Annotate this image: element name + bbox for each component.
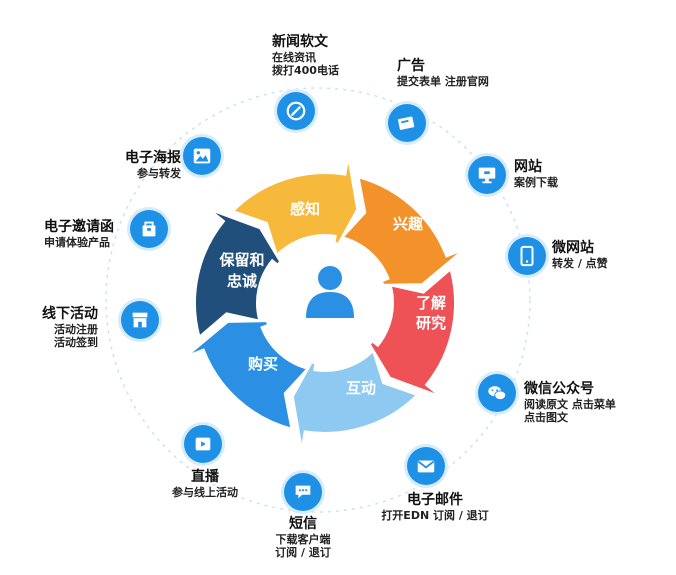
store-icon (121, 301, 159, 339)
channel-invitation: 电子邀请函 申请体验产品 (44, 219, 114, 249)
channel-website-title: 网站 (514, 159, 542, 175)
segment-perception (231, 156, 359, 257)
channel-poster-sub1: 参与转发 (137, 166, 181, 180)
channel-offline: 线下活动 活动注册 活动签到 (42, 306, 98, 349)
channel-news-sub2: 拨打400电话 (272, 63, 339, 77)
mail-icon (407, 447, 445, 485)
channel-wechat-sub1: 阅读原文 点击菜单 (524, 397, 616, 411)
channel-news-sub1: 在线资讯 (272, 50, 316, 64)
orbit-ring (105, 87, 531, 513)
segment-label-retention-2: 忠诚 (227, 272, 257, 290)
wechat-icon (478, 374, 516, 412)
segment-label-research-1: 了解 (416, 294, 446, 312)
envelope-icon (130, 210, 168, 248)
channel-micro-site: 微网站 转发 / 点赞 (552, 240, 608, 270)
channel-email-sub1: 打开EDN 订阅 / 退订 (381, 508, 489, 522)
user-icon (306, 266, 354, 318)
segment-interaction (291, 349, 419, 450)
segment-research (363, 267, 456, 398)
card-icon (388, 104, 426, 142)
channel-email: 电子邮件 打开EDN 订阅 / 退订 (360, 492, 510, 522)
channel-wechat: 微信公众号 阅读原文 点击菜单 点击图文 (524, 381, 616, 424)
channel-poster: 电子海报 参与转发 (86, 150, 181, 180)
segment-interest (340, 176, 464, 287)
channel-invitation-title: 电子邀请函 (44, 219, 114, 235)
channel-invitation-sub1: 申请体验产品 (44, 235, 110, 249)
channel-sms: 短信 下载客户端 订阅 / 退订 (253, 516, 353, 559)
play-icon (184, 425, 222, 463)
channel-sms-sub2: 订阅 / 退订 (275, 545, 331, 559)
channel-wechat-title: 微信公众号 (524, 381, 594, 397)
channel-sms-title: 短信 (289, 516, 317, 532)
segment-purchase (186, 319, 310, 430)
channel-micro-site-title: 微网站 (552, 240, 594, 256)
image-icon (183, 137, 221, 175)
channel-ads: 广告 提交表单 注册官网 (397, 58, 489, 88)
channel-wechat-sub2: 点击图文 (524, 410, 568, 424)
segment-retention (194, 208, 287, 339)
channel-live-sub1: 参与线上活动 (172, 485, 238, 499)
monitor-icon (468, 156, 506, 194)
channel-website: 网站 案例下载 (514, 159, 558, 189)
segment-label-retention-1: 保留和 (218, 251, 264, 269)
pen-icon (277, 92, 315, 130)
channel-offline-sub2: 活动签到 (54, 335, 98, 349)
channel-live: 直播 参与线上活动 (150, 469, 260, 499)
channel-news-title: 新闻软文 (272, 34, 328, 50)
channel-offline-sub1: 活动注册 (54, 322, 98, 336)
channel-offline-title: 线下活动 (42, 306, 98, 322)
channel-poster-title: 电子海报 (125, 150, 181, 166)
channel-micro-site-sub1: 转发 / 点赞 (552, 256, 608, 270)
channel-email-title: 电子邮件 (407, 492, 463, 508)
mobile-icon (508, 237, 546, 275)
cycle-segments (186, 156, 464, 450)
segment-label-research-2: 研究 (416, 314, 446, 332)
channel-live-title: 直播 (191, 469, 219, 485)
segment-label-perception: 感知 (290, 200, 320, 218)
segment-label-interaction: 互动 (346, 379, 376, 397)
segment-label-interest: 兴趣 (393, 215, 424, 233)
channel-website-sub1: 案例下载 (514, 175, 558, 189)
channel-news: 新闻软文 在线资讯 拨打400电话 (272, 34, 339, 77)
chat-icon (284, 473, 322, 511)
segment-label-purchase: 购买 (248, 355, 278, 373)
channel-sms-sub1: 下载客户端 (275, 532, 331, 546)
channel-ads-title: 广告 (397, 58, 425, 74)
channel-ads-sub1: 提交表单 注册官网 (397, 74, 489, 88)
